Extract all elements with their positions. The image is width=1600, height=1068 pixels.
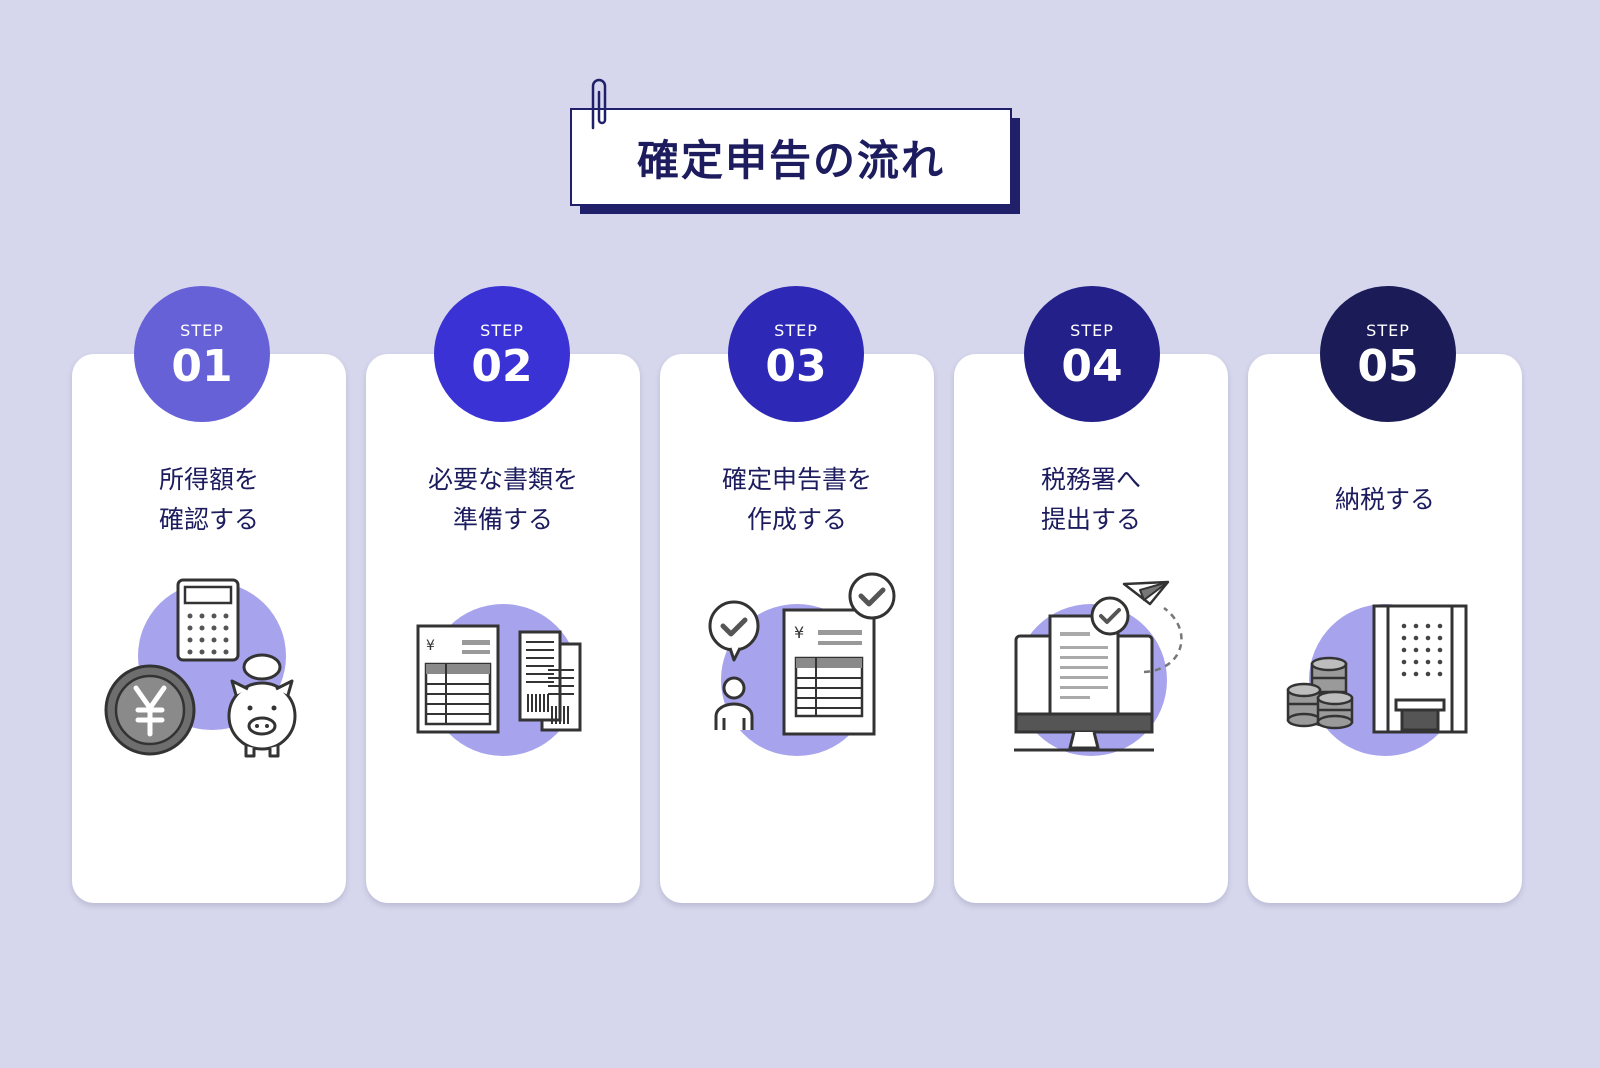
step-number: 01 — [171, 341, 233, 392]
step-label-line1: 必要な書類を — [427, 465, 578, 494]
step-label-line2: 確認する — [158, 505, 259, 534]
step-label-line1: 納税する — [1334, 485, 1435, 514]
step-badge-2: STEP 02 — [434, 286, 570, 422]
step-number: 04 — [1061, 341, 1123, 392]
step-label-2: 必要な書類を準備する — [366, 460, 640, 540]
step-prefix: STEP — [180, 321, 224, 340]
computer-paper-plane-icon — [1014, 580, 1183, 756]
step-label-5: 納税する — [1248, 460, 1522, 540]
step-label-line1: 確定申告書を — [721, 465, 872, 494]
svg-text:¥: ¥ — [426, 638, 435, 654]
step-label-1: 所得額を確認する — [72, 460, 346, 540]
title-box: 確定申告の流れ — [570, 78, 1022, 214]
step-prefix: STEP — [774, 321, 818, 340]
step-badge-4: STEP 04 — [1024, 286, 1160, 422]
page-title: 確定申告の流れ — [570, 108, 1012, 206]
step-number: 02 — [471, 341, 533, 392]
paperclip-icon — [591, 78, 607, 130]
svg-text:¥: ¥ — [794, 623, 804, 642]
step-badge-3: STEP 03 — [728, 286, 864, 422]
step-number: 03 — [765, 341, 827, 392]
step-label-3: 確定申告書を作成する — [660, 460, 934, 540]
step-prefix: STEP — [1366, 321, 1410, 340]
calculator-yen-piggybank-icon — [104, 578, 297, 758]
step-label-line1: 所得額を — [158, 465, 259, 494]
step-prefix: STEP — [480, 321, 524, 340]
step-prefix: STEP — [1070, 321, 1114, 340]
step-badge-5: STEP 05 — [1320, 286, 1456, 422]
step-badge-1: STEP 01 — [134, 286, 270, 422]
coins-building-icon — [1286, 604, 1468, 756]
step-label-line2: 作成する — [746, 505, 847, 534]
documents-receipts-icon: ¥ — [416, 604, 582, 756]
step-label-line2: 提出する — [1040, 505, 1141, 534]
step-number: 05 — [1357, 341, 1419, 392]
step-label-line2: 準備する — [452, 505, 553, 534]
person-document-check-icon: ¥ — [708, 572, 896, 756]
step-label-line1: 税務署へ — [1040, 465, 1141, 494]
step-label-4: 税務署へ提出する — [954, 460, 1228, 540]
